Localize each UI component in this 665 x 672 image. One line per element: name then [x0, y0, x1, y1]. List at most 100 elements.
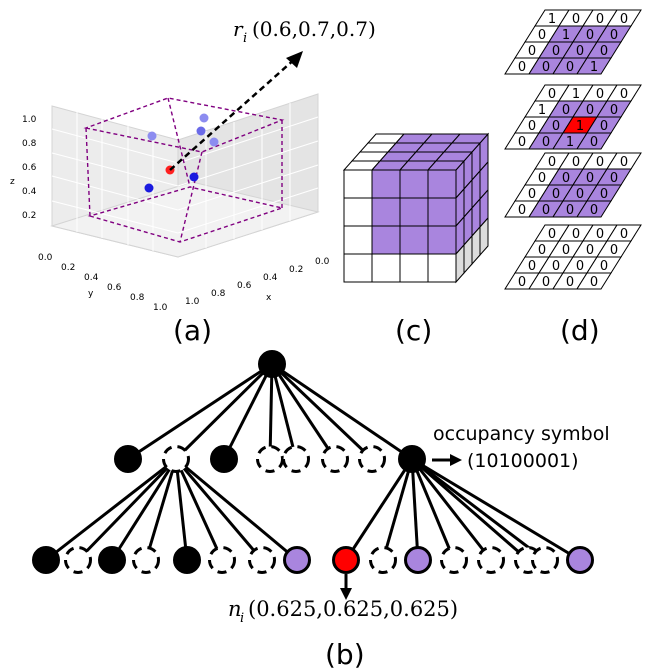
z-axis-label: z: [10, 177, 15, 187]
occupancy-cell-value: 0: [586, 171, 594, 186]
x-tick-label: 0.0: [315, 257, 330, 267]
voxel-front-face: [399, 169, 429, 199]
occupancy-cell-value: 0: [596, 12, 604, 27]
level1-node-occupied: [114, 445, 142, 473]
y-tick-label: 0.6: [107, 283, 122, 293]
voxel-front-face: [343, 253, 373, 283]
caption-b: (b): [325, 638, 365, 671]
tree-edge: [268, 363, 274, 460]
occupancy-cell-value: 0: [590, 203, 598, 218]
occupancy-cell-value: 0: [566, 60, 574, 75]
y-tick-label: 0.0: [38, 253, 53, 263]
faded-point: [199, 113, 209, 123]
tree-edge: [270, 362, 374, 461]
occupancy-cell-value: 0: [552, 187, 560, 202]
occupancy-cell: [576, 132, 612, 150]
level2-node-occupied: [98, 546, 126, 574]
caption-d: (d): [560, 314, 600, 347]
occupancy-cell-value: 0: [518, 135, 526, 150]
tree-edge: [271, 362, 413, 461]
grid-lines: [51, 103, 319, 251]
occupancy-cell: [576, 57, 612, 75]
occupancy-cell-value: 0: [542, 203, 550, 218]
caption-a: (a): [173, 314, 212, 347]
tree-edge: [411, 457, 546, 562]
occupancy-cell-value: 0: [552, 259, 560, 274]
occupancy-cell-value: 0: [576, 44, 584, 59]
tree-edge: [344, 458, 414, 561]
voxel-front-face: [427, 197, 457, 227]
tree-edge: [174, 458, 264, 561]
occupancy-cell-value: 0: [620, 12, 628, 27]
tree-edge: [222, 363, 274, 460]
tree-edge: [175, 457, 298, 562]
occupancy-cell-value: 0: [548, 155, 556, 170]
occupancy-cell-value: 0: [600, 187, 608, 202]
voxel-front-face: [371, 169, 401, 199]
panel-c-voxel-cube: [342, 132, 490, 284]
tree-edge: [174, 458, 224, 561]
occupancy-cell: [576, 200, 612, 218]
level1-node-occupied: [398, 445, 426, 473]
z-tick-label: 0.6: [22, 163, 37, 173]
occupancy-cell-value: 0: [518, 203, 526, 218]
voxel-front-face: [399, 197, 429, 227]
occupancy-cell-value: 0: [548, 87, 556, 102]
occupancy-cell-value: 0: [590, 135, 598, 150]
z-tick-labels: 1.00.80.60.40.2: [22, 115, 37, 221]
faded-point: [147, 131, 157, 141]
node-coords: (0.625,0.625,0.625): [248, 597, 458, 621]
z-tick-label: 0.4: [22, 187, 37, 197]
tree-edge: [410, 458, 493, 561]
occupancy-cell-value: 1: [566, 135, 574, 150]
occupancy-cell-value: 0: [528, 44, 536, 59]
occupancy-cell-value: 0: [590, 275, 598, 290]
occupancy-cell-value: 0: [542, 60, 550, 75]
level1-node-empty: [256, 445, 284, 473]
node-arrow-head: [340, 588, 352, 600]
x-tick-label: 0.2: [289, 265, 303, 275]
occupancy-cell-value: 0: [596, 227, 604, 242]
level2-node-purple: [404, 546, 432, 574]
tree-edge: [144, 458, 178, 561]
x-tick-label: 1.0: [185, 297, 200, 307]
panel-b-octree: occupancy symbol (10100001) n i (0.625,0…: [32, 350, 610, 671]
occupancy-cell-value: 0: [576, 259, 584, 274]
occupancy-cell-value: 0: [566, 203, 574, 218]
voxel-front-face: [371, 253, 401, 283]
point-coords: (0.6,0.7,0.7): [252, 17, 376, 41]
tree-edge: [411, 457, 581, 562]
tree-edge: [110, 458, 178, 561]
bounding-box: [83, 97, 285, 243]
voxel-side-face: [479, 216, 489, 257]
voxel-front-face: [343, 225, 373, 255]
occupancy-cell-value: 0: [566, 275, 574, 290]
y-tick-labels: 0.00.20.40.60.81.0: [38, 253, 168, 313]
node-label: n: [228, 597, 242, 621]
occupancy-cell-value: 0: [596, 87, 604, 102]
tree-edge: [45, 457, 177, 562]
occupancy-cell-value: 0: [538, 243, 546, 258]
y-tick-label: 0.8: [130, 293, 145, 303]
y-tick-label: 0.4: [84, 273, 99, 283]
level1-node-empty: [358, 445, 386, 473]
voxel-front-face: [399, 225, 429, 255]
occupancy-cell-value: 0: [552, 44, 560, 59]
point-arrow: [169, 57, 297, 171]
occupancy-cell-value: 0: [586, 243, 594, 258]
level1-node-empty: [321, 445, 349, 473]
level2-node-empty: [440, 546, 468, 574]
occupancy-cell-value: 0: [528, 259, 536, 274]
faded-point: [209, 137, 219, 147]
tree-edge: [127, 362, 273, 461]
level2-node-purple: [283, 546, 311, 574]
z-tick-label: 1.0: [22, 115, 37, 125]
point-label-sub: i: [243, 31, 247, 46]
occupancy-cell-value: 0: [620, 155, 628, 170]
y-tick-label: 1.0: [153, 303, 168, 313]
occupancy-cell-value: 0: [610, 171, 618, 186]
voxel-front-face: [427, 253, 457, 283]
